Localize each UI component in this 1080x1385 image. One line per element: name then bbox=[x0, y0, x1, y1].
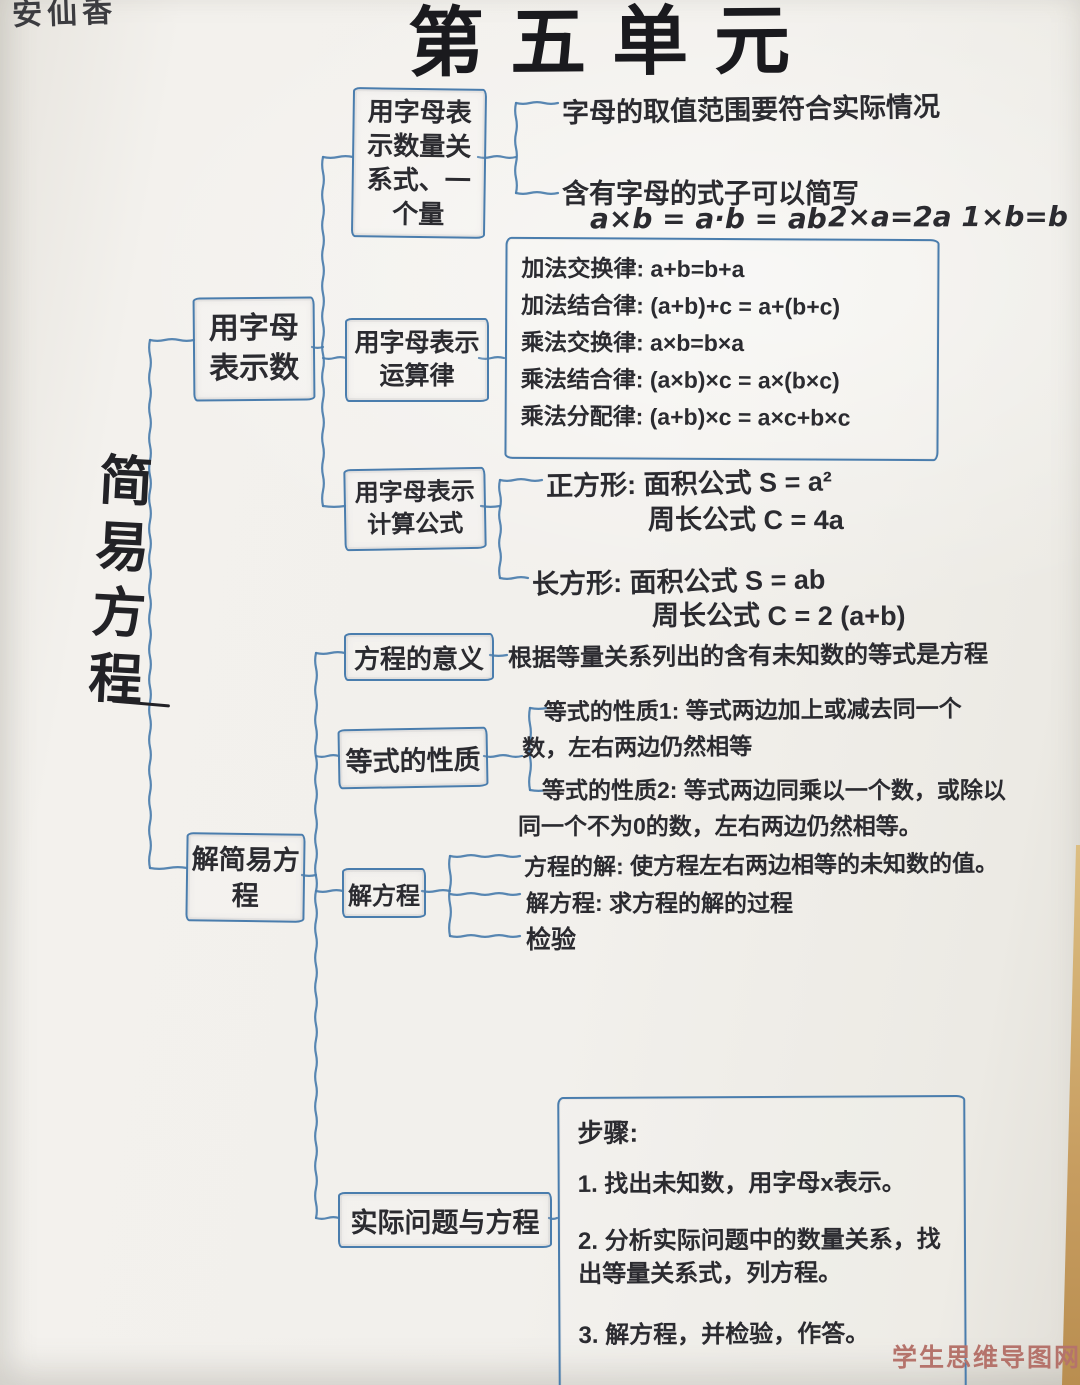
student-name: 安仙香 bbox=[11, 0, 118, 32]
node-equality-properties: 等式的性质 bbox=[337, 726, 489, 790]
desk-wood-edge bbox=[1062, 845, 1080, 1385]
law-addition-commutative: 加法交换律: a+b=b+a bbox=[521, 254, 745, 283]
node-practical-problems: 实际问题与方程 bbox=[338, 1192, 552, 1248]
note-check-label: 检验 bbox=[526, 926, 577, 954]
node-calc-formulas: 用字母表示计算公式 bbox=[343, 466, 487, 552]
root-node-label: 简易方程 bbox=[78, 450, 152, 718]
law-multiplication-commutative: 乘法交换律: a×b=b×a bbox=[520, 328, 745, 357]
node-use-letters: 用字母表示数 bbox=[192, 296, 316, 402]
node-equation-meaning-label: 方程的意义 bbox=[353, 643, 484, 674]
note-equality-property-2: 等式的性质2: 等式两边同乘以一个数，或除以同一个不为0的数，左右两边仍然相等。 bbox=[518, 777, 1006, 839]
formula-multiplication-shorthand: a×b = a·b = ab bbox=[590, 202, 827, 235]
node-equation-meaning: 方程的意义 bbox=[344, 633, 494, 681]
node-quantity-relation: 用字母表示数量关系式、一个量 bbox=[350, 87, 488, 239]
node-practical-problems-label: 实际问题与方程 bbox=[350, 1207, 540, 1238]
note-solving-definition: 解方程: 求方程的解的过程 bbox=[526, 890, 794, 916]
formula-square-area: 正方形: 面积公式 S = a² bbox=[545, 466, 833, 502]
note-solution-definition: 方程的解: 使方程左右两边相等的未知数的值。 bbox=[523, 849, 999, 881]
note-equation-definition: 根据等量关系列出的含有未知数的等式是方程 bbox=[507, 640, 989, 673]
note-simplify-expression: 含有字母的式子可以简写 bbox=[562, 179, 859, 209]
node-calc-formulas-label: 用字母表示计算公式 bbox=[354, 477, 475, 539]
step-1: 1. 找出未知数，用字母x表示。 bbox=[577, 1169, 906, 1198]
node-solve-simple-equations-label: 解简易方程 bbox=[191, 843, 300, 911]
node-solving-equation: 解方程 bbox=[342, 868, 426, 918]
node-solve-simple-equations: 解简易方程 bbox=[185, 832, 306, 923]
law-addition-associative: 加法结合律: (a+b)+c = a+(b+c) bbox=[521, 291, 841, 320]
formula-rectangle-perimeter: 周长公式 C = 2 (a+b) bbox=[652, 601, 906, 631]
formula-square-perimeter: 周长公式 C = 4a bbox=[648, 505, 844, 535]
node-operation-laws: 用字母表示运算律 bbox=[345, 318, 489, 402]
site-watermark: 学生思维导图网 bbox=[892, 1344, 1080, 1372]
node-use-letters-label: 用字母表示数 bbox=[208, 311, 300, 386]
law-multiplication-associative: 乘法结合律: (a×b)×c = a×(b×c) bbox=[520, 365, 840, 394]
node-operation-laws-label: 用字母表示运算律 bbox=[354, 329, 480, 390]
node-equality-properties-label: 等式的性质 bbox=[345, 744, 481, 777]
node-quantity-relation-label: 用字母表示数量关系式、一个量 bbox=[366, 96, 472, 230]
law-multiplication-distributive: 乘法分配律: (a+b)×c = a×c+b×c bbox=[520, 402, 851, 431]
page-title: 第五单元 bbox=[407, 0, 817, 87]
note-equality-property-1: 等式的性质1: 等式两边加上或减去同一个数，左右两边仍然相等 bbox=[522, 695, 962, 762]
node-solving-equation-label: 解方程 bbox=[348, 882, 420, 910]
operation-laws-list: 加法交换律: a+b=b+a 加法结合律: (a+b)+c = a+(b+c) … bbox=[504, 236, 940, 462]
steps-title: 步骤: bbox=[577, 1117, 639, 1148]
step-2: 2. 分析实际问题中的数量关系，找出等量关系式，列方程。 bbox=[577, 1226, 941, 1288]
note-letter-value-range: 字母的取值范围要符合实际情况 bbox=[561, 91, 941, 129]
formula-coefficient-shorthand: 2×a=2a 1×b=b bbox=[828, 200, 1068, 233]
